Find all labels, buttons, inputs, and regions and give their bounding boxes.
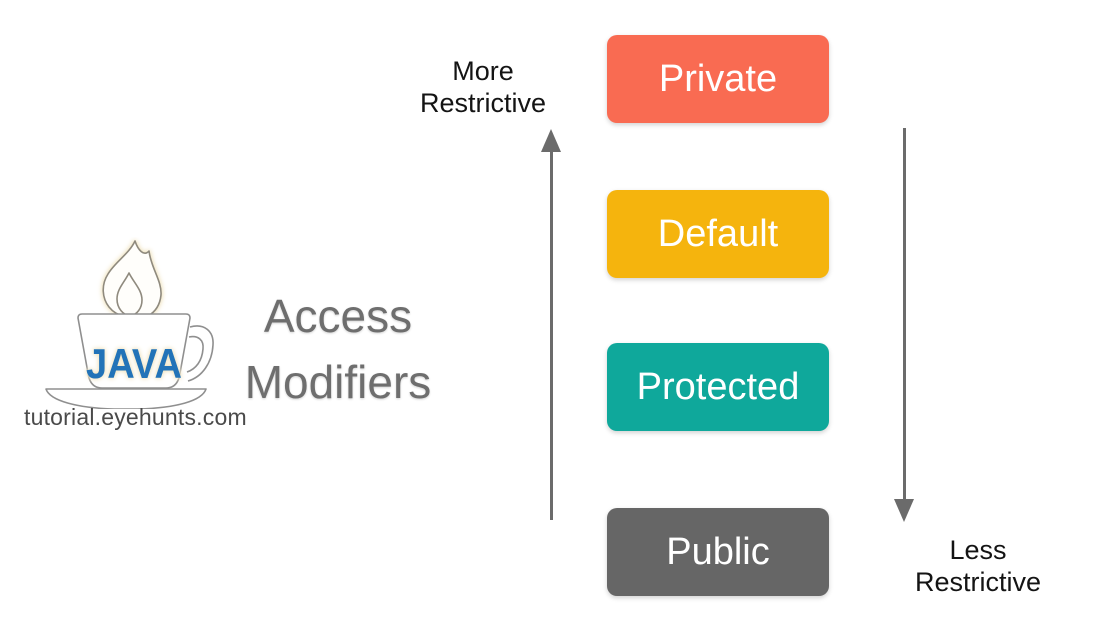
up-arrow-icon — [541, 129, 561, 152]
less-restrictive-line1: Less — [949, 535, 1007, 565]
modifier-label-private: Private — [658, 57, 778, 100]
java-cup-logo: JAVA — [45, 240, 214, 409]
modifier-label-protected: Protected — [636, 365, 800, 408]
java-brand-text: JAVA — [86, 340, 182, 387]
page-title-line1: Access — [263, 290, 413, 342]
less-restrictive-line2: Restrictive — [914, 567, 1042, 597]
less-restrictive-label: Less Restrictive — [893, 534, 1063, 598]
modifier-box-private: Private — [607, 35, 829, 123]
down-arrow-line — [903, 128, 906, 500]
more-restrictive-line2: Restrictive — [419, 88, 547, 118]
up-arrow-line — [550, 150, 553, 520]
modifier-label-default: Default — [657, 212, 779, 255]
more-restrictive-line1: More — [452, 56, 514, 86]
flame-icon — [102, 240, 162, 317]
cup-icon — [45, 313, 214, 409]
modifier-box-default: Default — [607, 190, 829, 278]
modifier-label-public: Public — [666, 530, 770, 573]
page-title-line2: Modifiers — [244, 356, 432, 408]
modifier-box-public: Public — [607, 508, 829, 596]
modifier-box-protected: Protected — [607, 343, 829, 431]
more-restrictive-label: More Restrictive — [398, 55, 568, 119]
site-url: tutorial.eyehunts.com — [24, 404, 247, 430]
page-title: Access Modifiers — [213, 283, 463, 415]
down-arrow-icon — [894, 499, 914, 522]
